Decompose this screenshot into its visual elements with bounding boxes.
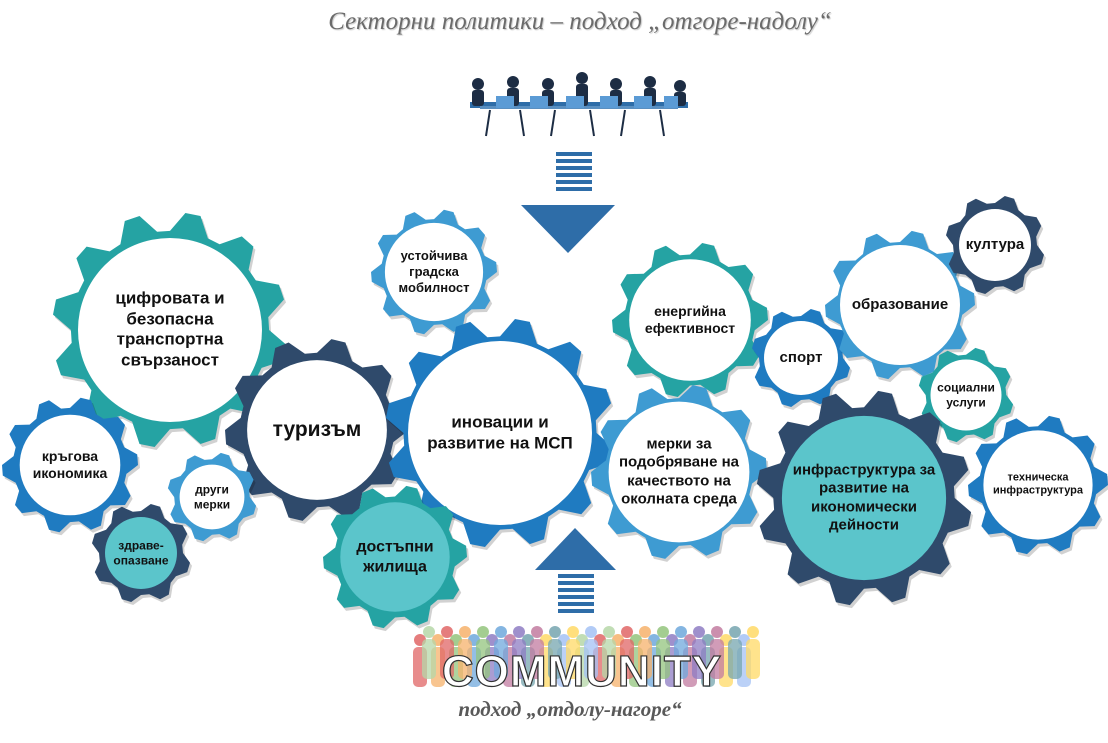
gear-tech-infra [968, 415, 1108, 558]
bottom-caption: подход „отдолу-нагоре“ [458, 697, 682, 721]
gear-center [78, 238, 262, 422]
meeting-people-icon [470, 72, 688, 137]
arrow-down-icon [521, 152, 615, 253]
arrow-up-icon [535, 528, 616, 613]
gear-center [629, 259, 751, 381]
gear-environment [591, 385, 769, 562]
gear-innovation [386, 319, 616, 550]
gear-mobility [371, 209, 499, 338]
gear-label-energy: енергийна ефективност [644, 302, 736, 336]
gear-label-social: социални услуги [937, 380, 995, 409]
gear-label-sport: спорт [779, 348, 823, 366]
community-word: COMMUNITY [442, 647, 722, 696]
gear-center [840, 245, 960, 365]
gear-housing [323, 485, 469, 632]
gear-center [930, 359, 1002, 431]
gear-circular [2, 397, 140, 536]
gear-label-environment: мерки за подобряване на качеството на ок… [618, 435, 740, 508]
gear-center [247, 360, 387, 500]
gear-other [167, 452, 259, 545]
gear-label-other: други мерки [193, 482, 231, 511]
gear-center [408, 341, 592, 525]
gear-center [105, 517, 177, 589]
gear-center [781, 415, 947, 581]
gear-digital [53, 213, 289, 450]
gear-label-mobility: устойчива градска мобилност [398, 248, 470, 295]
gear-tourism [225, 339, 411, 524]
gear-label-culture: култура [965, 235, 1025, 253]
gear-center [384, 222, 484, 322]
gear-culture [946, 196, 1046, 297]
gear-label-econ-infra: инфраструктура за развитие на икономичес… [792, 461, 936, 534]
gear-label-innovation: иновации и развитие на МСП [427, 412, 573, 452]
gear-label-housing: достъпни жилища [356, 538, 434, 575]
gear-sport [752, 309, 852, 410]
gear-center [608, 401, 750, 543]
gear-center [959, 209, 1031, 281]
gear-center [983, 430, 1093, 540]
gear-center [764, 321, 838, 395]
gear-label-digital: цифровата и безопасна транспортна свърза… [115, 288, 225, 370]
community-people-icon [413, 626, 760, 687]
gear-label-education: образование [851, 295, 949, 313]
gear-education [825, 230, 977, 383]
diagram-title: Секторни политики – подход „отгоре-надол… [328, 8, 832, 35]
gear-center [19, 414, 121, 516]
gear-label-health: здраве-опазване [113, 538, 169, 567]
gear-center [340, 502, 450, 612]
gear-label-tech-infra: техническа инфраструктура [992, 471, 1084, 497]
gear-social [918, 347, 1016, 446]
gear-energy [612, 243, 770, 400]
gear-label-tourism: туризъм [272, 418, 362, 442]
gear-center [179, 464, 245, 530]
gear-health [92, 504, 192, 605]
gear-econ-infra [756, 390, 974, 609]
gear-label-circular: кръгова икономика [32, 447, 108, 481]
